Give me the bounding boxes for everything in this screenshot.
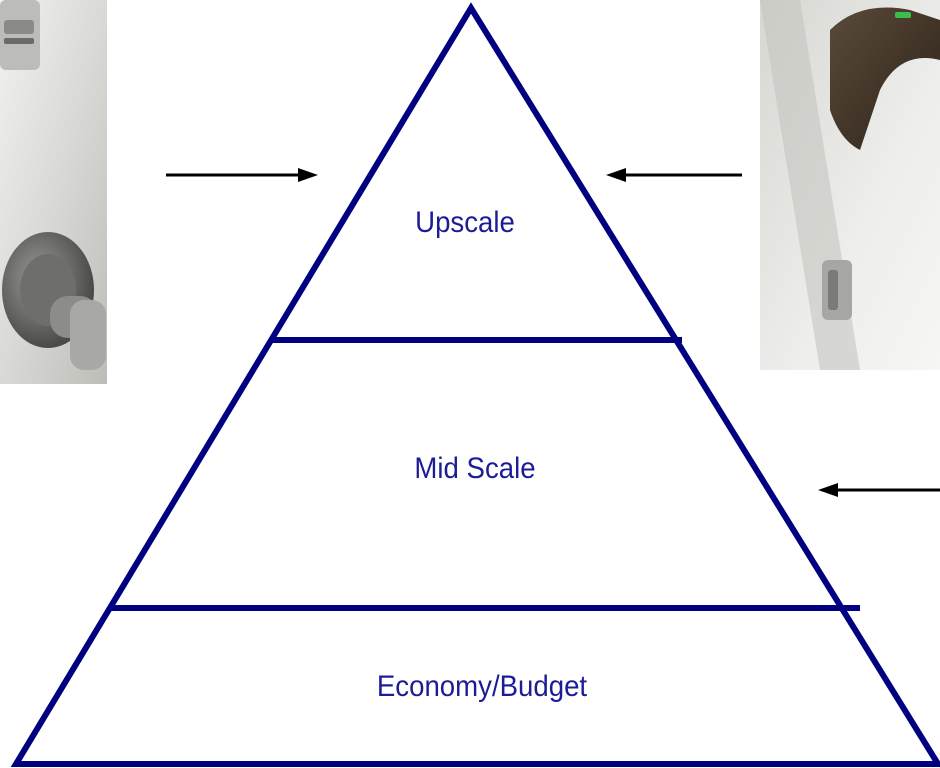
tier-label-economy: Economy/Budget bbox=[376, 670, 588, 703]
tier-label-mid-scale: Mid Scale bbox=[414, 452, 536, 485]
pyramid-outline bbox=[10, 2, 940, 767]
arrows bbox=[166, 168, 940, 497]
right-photo bbox=[760, 0, 940, 370]
tier-label-upscale: Upscale bbox=[415, 206, 515, 239]
left-photo bbox=[0, 0, 107, 384]
pyramid bbox=[10, 2, 940, 767]
arrow-right-top-left-icon bbox=[166, 168, 318, 182]
arrow-left-mid-right-icon bbox=[818, 483, 940, 497]
arrow-left-top-right-icon bbox=[606, 168, 742, 182]
